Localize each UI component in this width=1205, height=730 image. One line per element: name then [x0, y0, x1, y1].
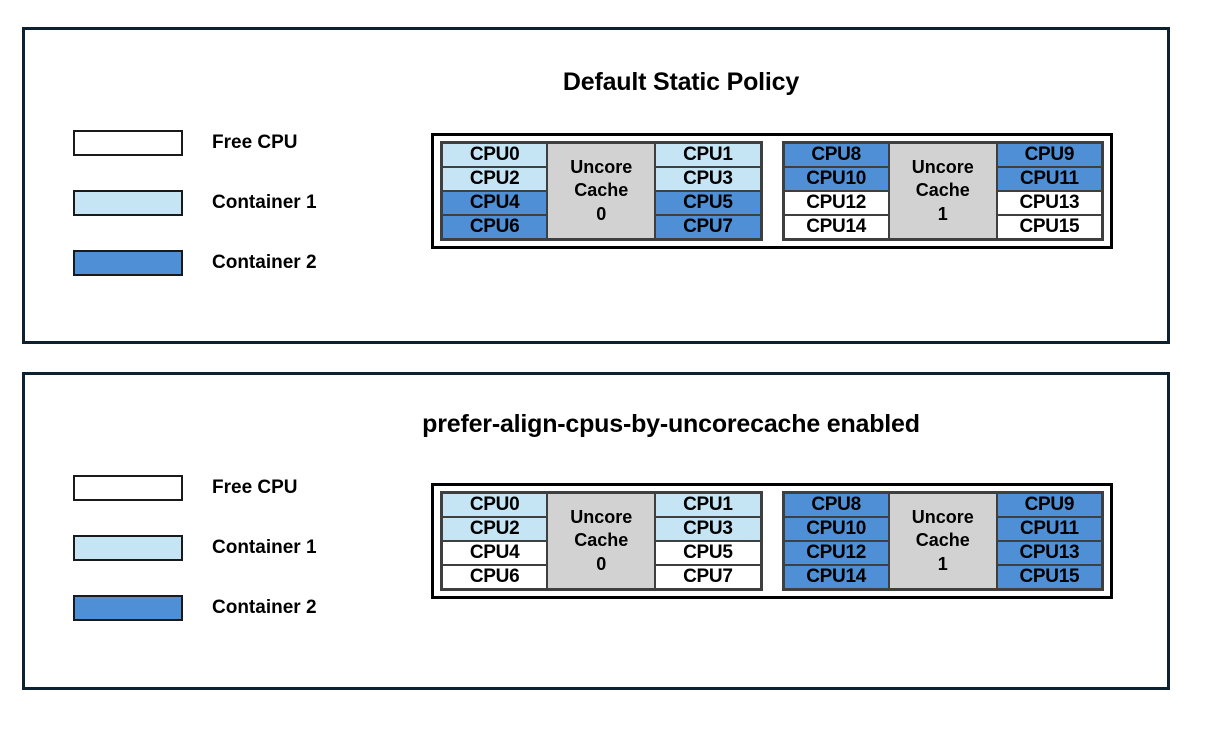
cpu-cell: CPU2 [442, 517, 548, 541]
cpu-cell: CPU7 [655, 565, 761, 589]
cpu-cell: CPU11 [996, 517, 1102, 541]
legend-item-container-2: Container 2 [73, 250, 317, 276]
legend-swatch-free-cpu [73, 130, 183, 156]
cpu-cell: CPU8 [783, 493, 889, 517]
cpu-cell: CPU0 [442, 493, 548, 517]
legend-item-free-cpu: Free CPU [73, 130, 317, 156]
legend-swatch-container-1 [73, 190, 183, 216]
legend-label-container-1: Container 1 [212, 537, 317, 558]
cpu-cell: CPU5 [655, 191, 761, 215]
cpu-cell: CPU1 [655, 143, 761, 167]
page-title: Default Static Policy [562, 68, 800, 96]
cpu-cell: CPU0 [442, 143, 548, 167]
uncore-cache-index: 0 [596, 553, 607, 574]
legend-item-container-2: Container 2 [73, 595, 317, 621]
cpu-cell: CPU14 [783, 565, 889, 589]
cpu-column-right: CPU9 CPU11 CPU13 CPU15 [996, 493, 1102, 589]
uncore-cache-block: Uncore Cache 0 [547, 493, 656, 589]
cpu-cell: CPU9 [996, 143, 1102, 167]
cpu-cell: CPU11 [996, 167, 1102, 191]
cpu-cell: CPU8 [783, 143, 889, 167]
cpu-cell: CPU6 [442, 565, 548, 589]
cpu-cell: CPU1 [655, 493, 761, 517]
cpu-cell: CPU3 [655, 517, 761, 541]
legend-label-container-2: Container 2 [212, 252, 317, 273]
cpu-column-left: CPU8 CPU10 CPU12 CPU14 [783, 143, 889, 239]
diagram-panel-prefer-align-cpus-by-uncorecache: prefer-align-cpus-by-uncorecache enabled… [22, 372, 1170, 690]
cpu-column-right: CPU1 CPU3 CPU5 CPU7 [655, 493, 761, 589]
uncore-cache-label-line2: Cache [915, 180, 970, 201]
uncore-cache-label-line2: Cache [915, 530, 970, 551]
uncore-cache-label-line1: Uncore [911, 506, 974, 527]
cpu-cell: CPU10 [783, 517, 889, 541]
cpu-cell: CPU7 [655, 215, 761, 239]
cpu-cell: CPU2 [442, 167, 548, 191]
legend-item-container-1: Container 1 [73, 535, 317, 561]
cpu-cell: CPU15 [996, 565, 1102, 589]
cache-group-1: CPU8 CPU10 CPU12 CPU14 Uncore Cache 1 CP… [781, 141, 1104, 241]
uncore-cache-block: Uncore Cache 0 [547, 143, 656, 239]
cpu-cell: CPU4 [442, 541, 548, 565]
cache-group-0: CPU0 CPU2 CPU4 CPU6 Uncore Cache 0 CPU1 … [440, 491, 763, 591]
legend-label-container-2: Container 2 [212, 597, 317, 618]
cpu-cell: CPU10 [783, 167, 889, 191]
cache-group-1: CPU8 CPU10 CPU12 CPU14 Uncore Cache 1 CP… [781, 491, 1104, 591]
legend-swatch-container-2 [73, 250, 183, 276]
cpu-cell: CPU14 [783, 215, 889, 239]
uncore-cache-index: 1 [937, 553, 948, 574]
uncore-cache-label-line1: Uncore [570, 506, 633, 527]
cpu-topology-diagram: CPU0 CPU2 CPU4 CPU6 Uncore Cache 0 CPU1 … [431, 483, 1113, 599]
cpu-cell: CPU12 [783, 541, 889, 565]
page-title: prefer-align-cpus-by-uncorecache enabled [422, 410, 920, 438]
cpu-cell: CPU5 [655, 541, 761, 565]
legend: Free CPU Container 1 Container 2 [73, 475, 317, 621]
uncore-cache-block: Uncore Cache 1 [888, 493, 997, 589]
legend-swatch-container-2 [73, 595, 183, 621]
legend-item-free-cpu: Free CPU [73, 475, 317, 501]
legend-label-free-cpu: Free CPU [212, 477, 298, 498]
diagram-panel-default-static-policy: Default Static Policy Free CPU Container… [22, 27, 1170, 344]
uncore-cache-block: Uncore Cache 1 [888, 143, 997, 239]
cpu-cell: CPU4 [442, 191, 548, 215]
cpu-cell: CPU15 [996, 215, 1102, 239]
cpu-column-left: CPU8 CPU10 CPU12 CPU14 [783, 493, 889, 589]
cpu-column-left: CPU0 CPU2 CPU4 CPU6 [442, 493, 548, 589]
legend-swatch-container-1 [73, 535, 183, 561]
legend-item-container-1: Container 1 [73, 190, 317, 216]
cpu-topology-diagram: CPU0 CPU2 CPU4 CPU6 Uncore Cache 0 CPU1 … [431, 133, 1113, 249]
uncore-cache-index: 0 [596, 203, 607, 224]
cpu-column-right: CPU9 CPU11 CPU13 CPU15 [996, 143, 1102, 239]
legend: Free CPU Container 1 Container 2 [73, 130, 317, 276]
cpu-cell: CPU9 [996, 493, 1102, 517]
cpu-cell: CPU13 [996, 541, 1102, 565]
legend-label-container-1: Container 1 [212, 192, 317, 213]
cpu-cell: CPU13 [996, 191, 1102, 215]
cpu-column-left: CPU0 CPU2 CPU4 CPU6 [442, 143, 548, 239]
cpu-column-right: CPU1 CPU3 CPU5 CPU7 [655, 143, 761, 239]
legend-label-free-cpu: Free CPU [212, 132, 298, 153]
uncore-cache-index: 1 [937, 203, 948, 224]
legend-swatch-free-cpu [73, 475, 183, 501]
uncore-cache-label-line1: Uncore [911, 156, 974, 177]
uncore-cache-label-line2: Cache [574, 530, 629, 551]
cpu-cell: CPU12 [783, 191, 889, 215]
cache-group-0: CPU0 CPU2 CPU4 CPU6 Uncore Cache 0 CPU1 … [440, 141, 763, 241]
cpu-cell: CPU6 [442, 215, 548, 239]
uncore-cache-label-line2: Cache [574, 180, 629, 201]
cpu-cell: CPU3 [655, 167, 761, 191]
uncore-cache-label-line1: Uncore [570, 156, 633, 177]
